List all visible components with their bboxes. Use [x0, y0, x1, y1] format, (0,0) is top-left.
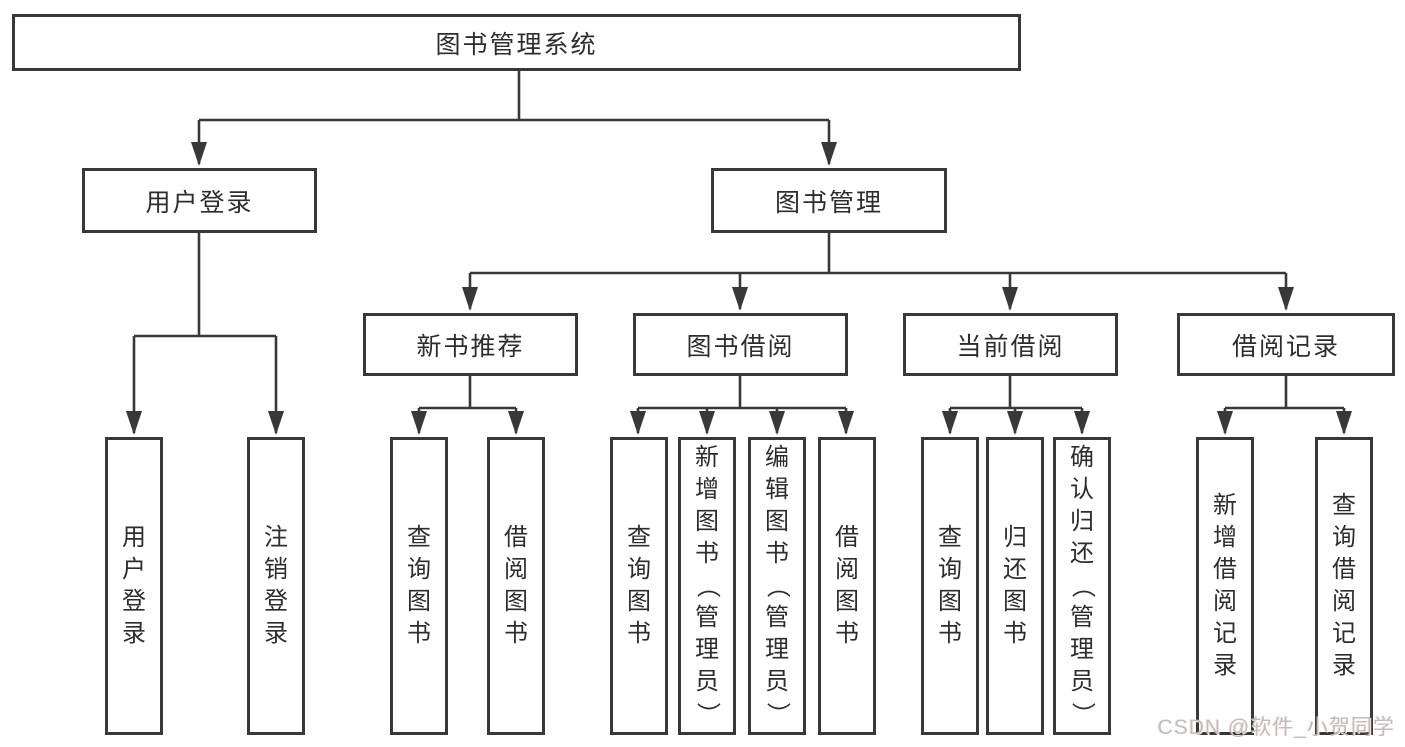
leaf-confirm-return-admin: 确认归还（管理员）: [1053, 437, 1111, 735]
node-borrow-records: 借阅记录: [1177, 313, 1395, 376]
connector-bookborrow-trunk: [638, 376, 846, 410]
connector-newbooks-trunk: [419, 376, 516, 410]
connector-bookmgmt-trunk: [470, 233, 1286, 275]
leaf-query-books-recommend: 查询图书: [390, 437, 448, 735]
leaf-label: 借阅图书: [504, 524, 528, 647]
leaf-add-borrow-record: 新增借阅记录: [1196, 437, 1254, 735]
leaf-label: 借阅图书: [835, 524, 859, 647]
node-book-management: 图书管理: [711, 168, 947, 233]
leaf-label: 编辑图书（管理员）: [764, 444, 791, 727]
node-label: 图书管理: [774, 188, 883, 217]
leaf-label: 新增图书（管理员）: [694, 444, 721, 727]
leaf-user-login: 用户登录: [105, 437, 163, 735]
node-label: 图书管理系统: [435, 30, 598, 59]
csdn-watermark: CSDN @软件_小贺同学: [1157, 716, 1395, 739]
node-label: 图书借阅: [686, 332, 795, 361]
leaf-label: 查询图书: [407, 524, 431, 647]
node-book-borrow: 图书借阅: [633, 313, 848, 376]
node-library-system: 图书管理系统: [12, 14, 1021, 71]
leaf-logout: 注销登录: [247, 437, 305, 735]
node-current-borrow: 当前借阅: [903, 313, 1118, 376]
leaf-label: 查询借阅记录: [1332, 492, 1356, 679]
leaf-query-borrow-record: 查询借阅记录: [1315, 437, 1373, 735]
leaf-query-books-borrow: 查询图书: [610, 437, 668, 735]
leaf-label: 注销登录: [264, 524, 288, 647]
leaf-label: 确认归还（管理员）: [1069, 444, 1096, 727]
node-label: 新书推荐: [416, 332, 525, 361]
leaf-label: 新增借阅记录: [1213, 492, 1237, 679]
leaf-query-books-current: 查询图书: [921, 437, 979, 735]
leaf-borrow-books-recommend: 借阅图书: [487, 437, 545, 735]
leaf-borrow-books: 借阅图书: [818, 437, 876, 735]
leaf-return-book: 归还图书: [986, 437, 1044, 735]
node-user-login: 用户登录: [82, 168, 317, 233]
connector-root-trunk: [199, 71, 829, 122]
connector-currentborrow-trunk: [950, 376, 1082, 410]
node-label: 用户登录: [145, 188, 254, 217]
node-label: 借阅记录: [1231, 332, 1340, 361]
connector-records-trunk: [1225, 376, 1344, 410]
leaf-label: 归还图书: [1003, 524, 1027, 647]
node-new-book-recommend: 新书推荐: [363, 313, 578, 376]
leaf-label: 用户登录: [122, 524, 146, 647]
leaf-add-book-admin: 新增图书（管理员）: [678, 437, 736, 735]
node-label: 当前借阅: [956, 332, 1065, 361]
leaf-label: 查询图书: [627, 524, 651, 647]
leaf-edit-book-admin: 编辑图书（管理员）: [748, 437, 806, 735]
leaf-label: 查询图书: [938, 524, 962, 647]
connector-userlogin-trunk: [134, 233, 276, 338]
